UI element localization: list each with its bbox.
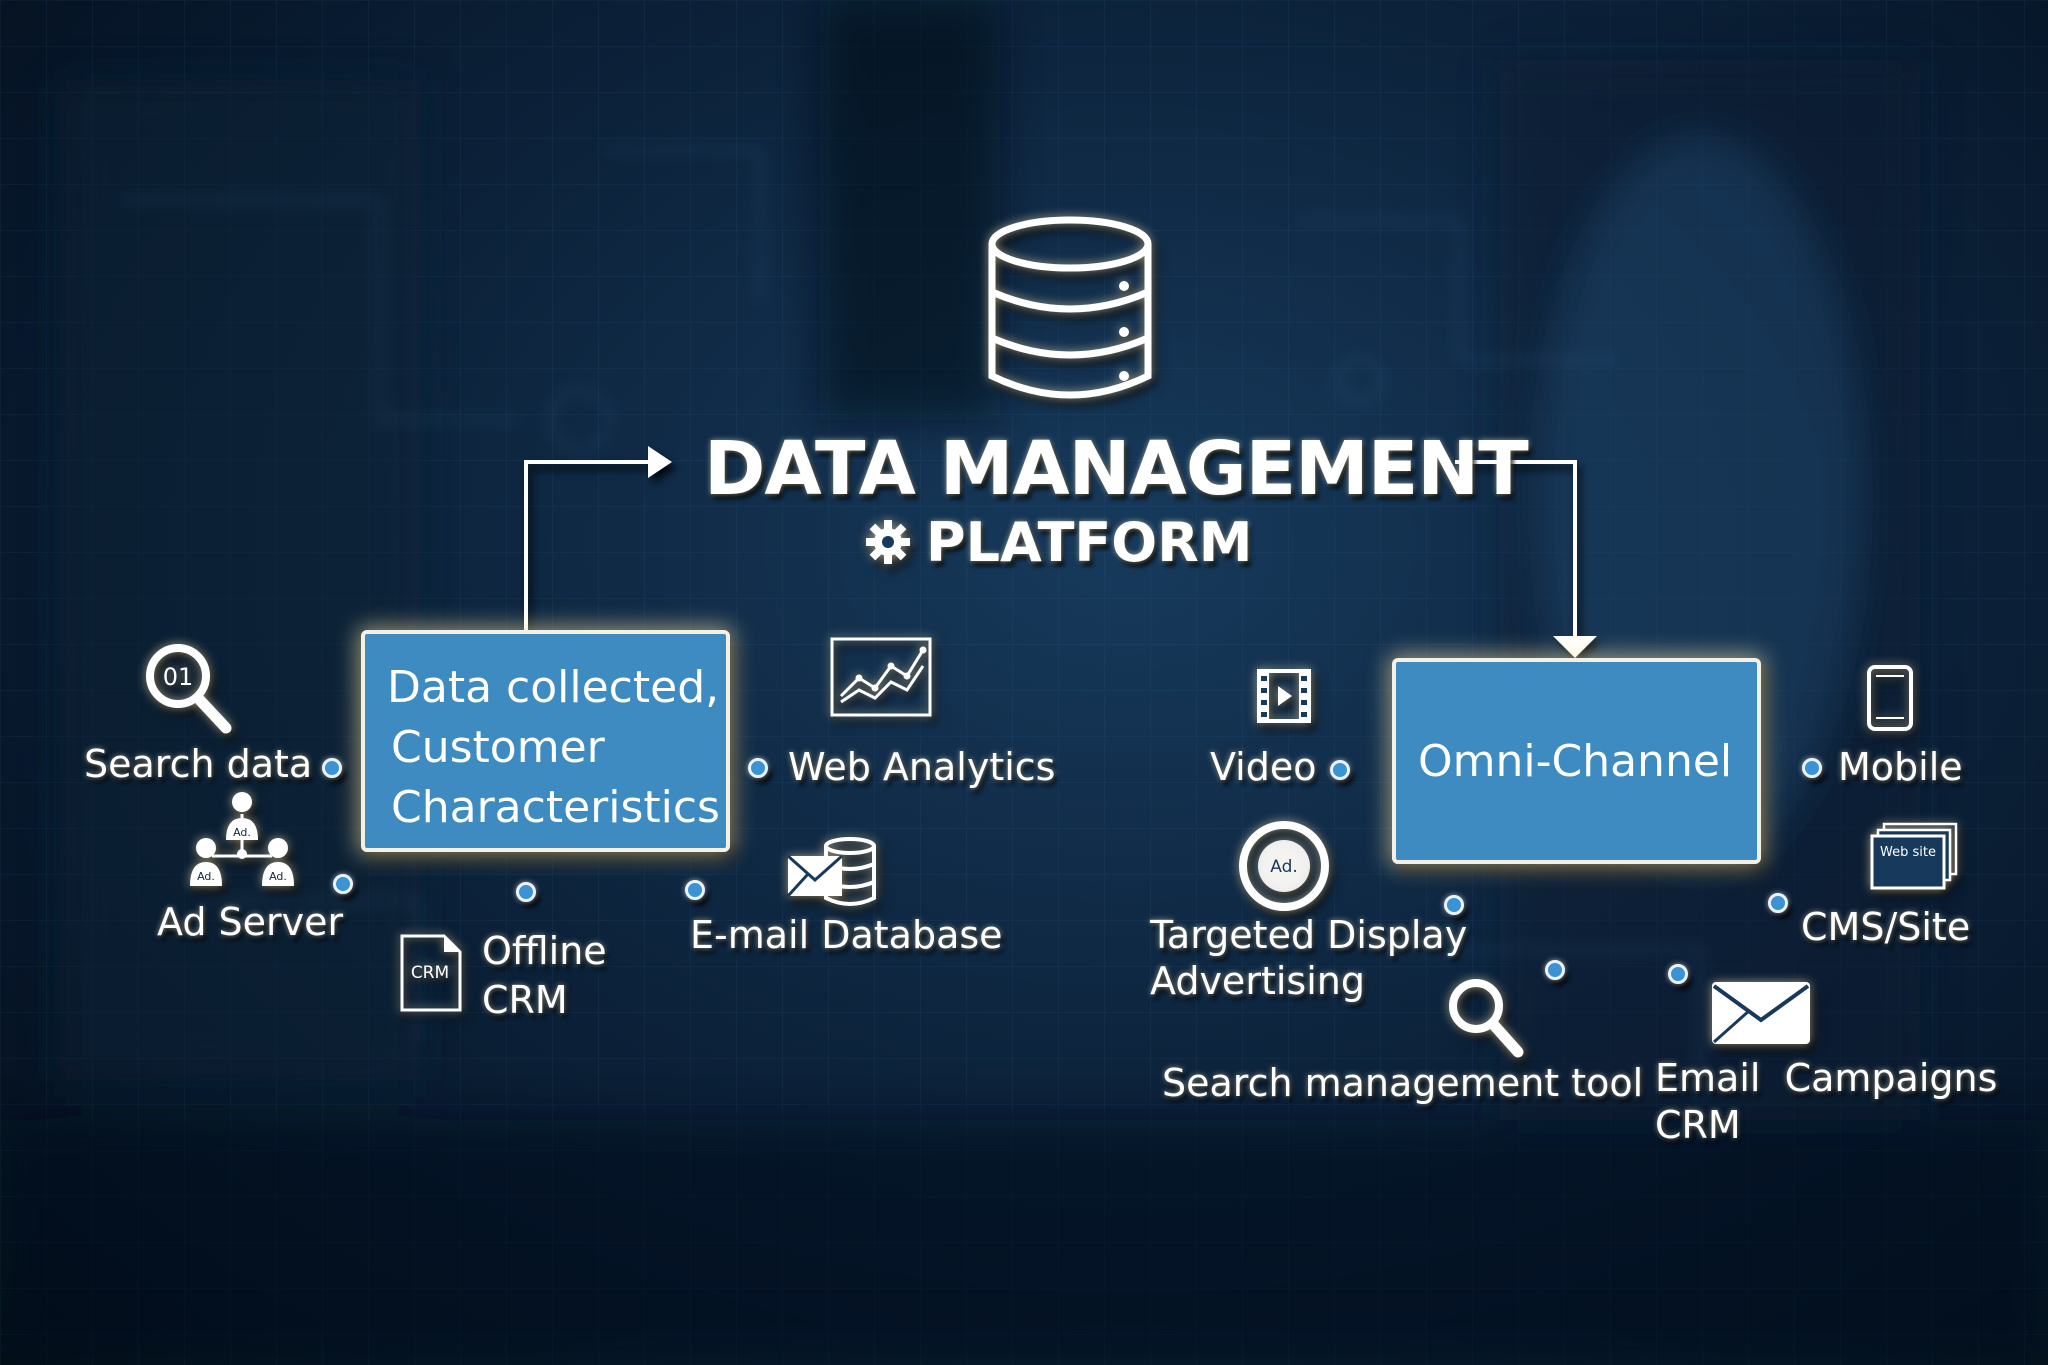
web-analytics-label: Web Analytics bbox=[788, 745, 1056, 789]
data-collected-line-1: Data collected, bbox=[387, 662, 720, 713]
email-crm-label: CRM bbox=[1655, 1103, 1741, 1147]
title-to-right-arrowhead bbox=[1553, 636, 1597, 658]
offline-label: Offline bbox=[482, 929, 607, 973]
envelope-icon bbox=[1712, 982, 1810, 1044]
mobile-dot bbox=[1802, 758, 1822, 778]
left-to-title-arrow-line bbox=[524, 460, 650, 632]
crm-label: CRM bbox=[482, 978, 568, 1022]
email-campaigns-label: Email Campaigns bbox=[1655, 1056, 1998, 1100]
magnifier-icon: 01 bbox=[146, 644, 232, 734]
targeted-display-label: Targeted Display bbox=[1150, 913, 1468, 957]
ad-server-dot bbox=[333, 874, 353, 894]
data-collected-line-2: Customer bbox=[391, 722, 605, 773]
cms-site-label: CMS/Site bbox=[1801, 905, 1971, 949]
offline-crm-dot bbox=[516, 882, 536, 902]
omni-channel-label: Omni-Channel bbox=[1418, 736, 1733, 787]
data-collected-line-3: Characteristics bbox=[391, 782, 720, 833]
web-analytics-dot bbox=[748, 758, 768, 778]
ad-badge-left: Ad. bbox=[197, 870, 215, 883]
line-chart-icon bbox=[830, 637, 932, 717]
left-to-title-arrowhead bbox=[648, 446, 672, 478]
video-dot bbox=[1330, 760, 1350, 780]
database-icon bbox=[988, 216, 1152, 399]
website-icon: Web site bbox=[1870, 822, 1958, 890]
search-digits: 01 bbox=[163, 663, 194, 691]
email-database-label: E-mail Database bbox=[690, 913, 1003, 957]
video-label: Video bbox=[1210, 745, 1317, 789]
ad-target-text: Ad. bbox=[1270, 857, 1298, 877]
ad-badge-top: Ad. bbox=[233, 826, 251, 839]
mobile-label: Mobile bbox=[1838, 745, 1963, 789]
crm-document-icon: CRM bbox=[400, 934, 462, 1012]
advertising-label: Advertising bbox=[1150, 959, 1365, 1003]
gear-icon bbox=[866, 520, 910, 564]
omni-channel-box: Omni-Channel bbox=[1392, 658, 1761, 864]
website-text: Web site bbox=[1880, 845, 1936, 860]
search-tool-icon bbox=[1449, 979, 1524, 1058]
ad-badge-right: Ad. bbox=[269, 870, 287, 883]
search-data-label: Search data bbox=[84, 742, 313, 786]
targeted-display-dot bbox=[1444, 895, 1464, 915]
page-subtitle: PLATFORM bbox=[926, 511, 1253, 574]
video-icon bbox=[1257, 669, 1311, 723]
ad-server-label: Ad Server bbox=[157, 900, 344, 944]
email-campaigns-dot bbox=[1668, 964, 1688, 984]
page-title: DATA MANAGEMENT bbox=[704, 426, 1529, 512]
search-data-dot bbox=[322, 758, 342, 778]
email-database-icon bbox=[786, 837, 876, 906]
people-network-icon: Ad. Ad. Ad. bbox=[190, 792, 294, 886]
email-database-dot bbox=[685, 880, 705, 900]
mobile-icon bbox=[1867, 665, 1913, 731]
ad-target-icon: Ad. bbox=[1239, 821, 1329, 911]
search-tool-dot bbox=[1545, 960, 1565, 980]
crm-doc-text: CRM bbox=[411, 963, 449, 983]
data-collected-box: Data collected, Customer Characteristics bbox=[361, 630, 730, 852]
search-management-label: Search management tool bbox=[1162, 1061, 1644, 1105]
cms-site-dot bbox=[1768, 893, 1788, 913]
